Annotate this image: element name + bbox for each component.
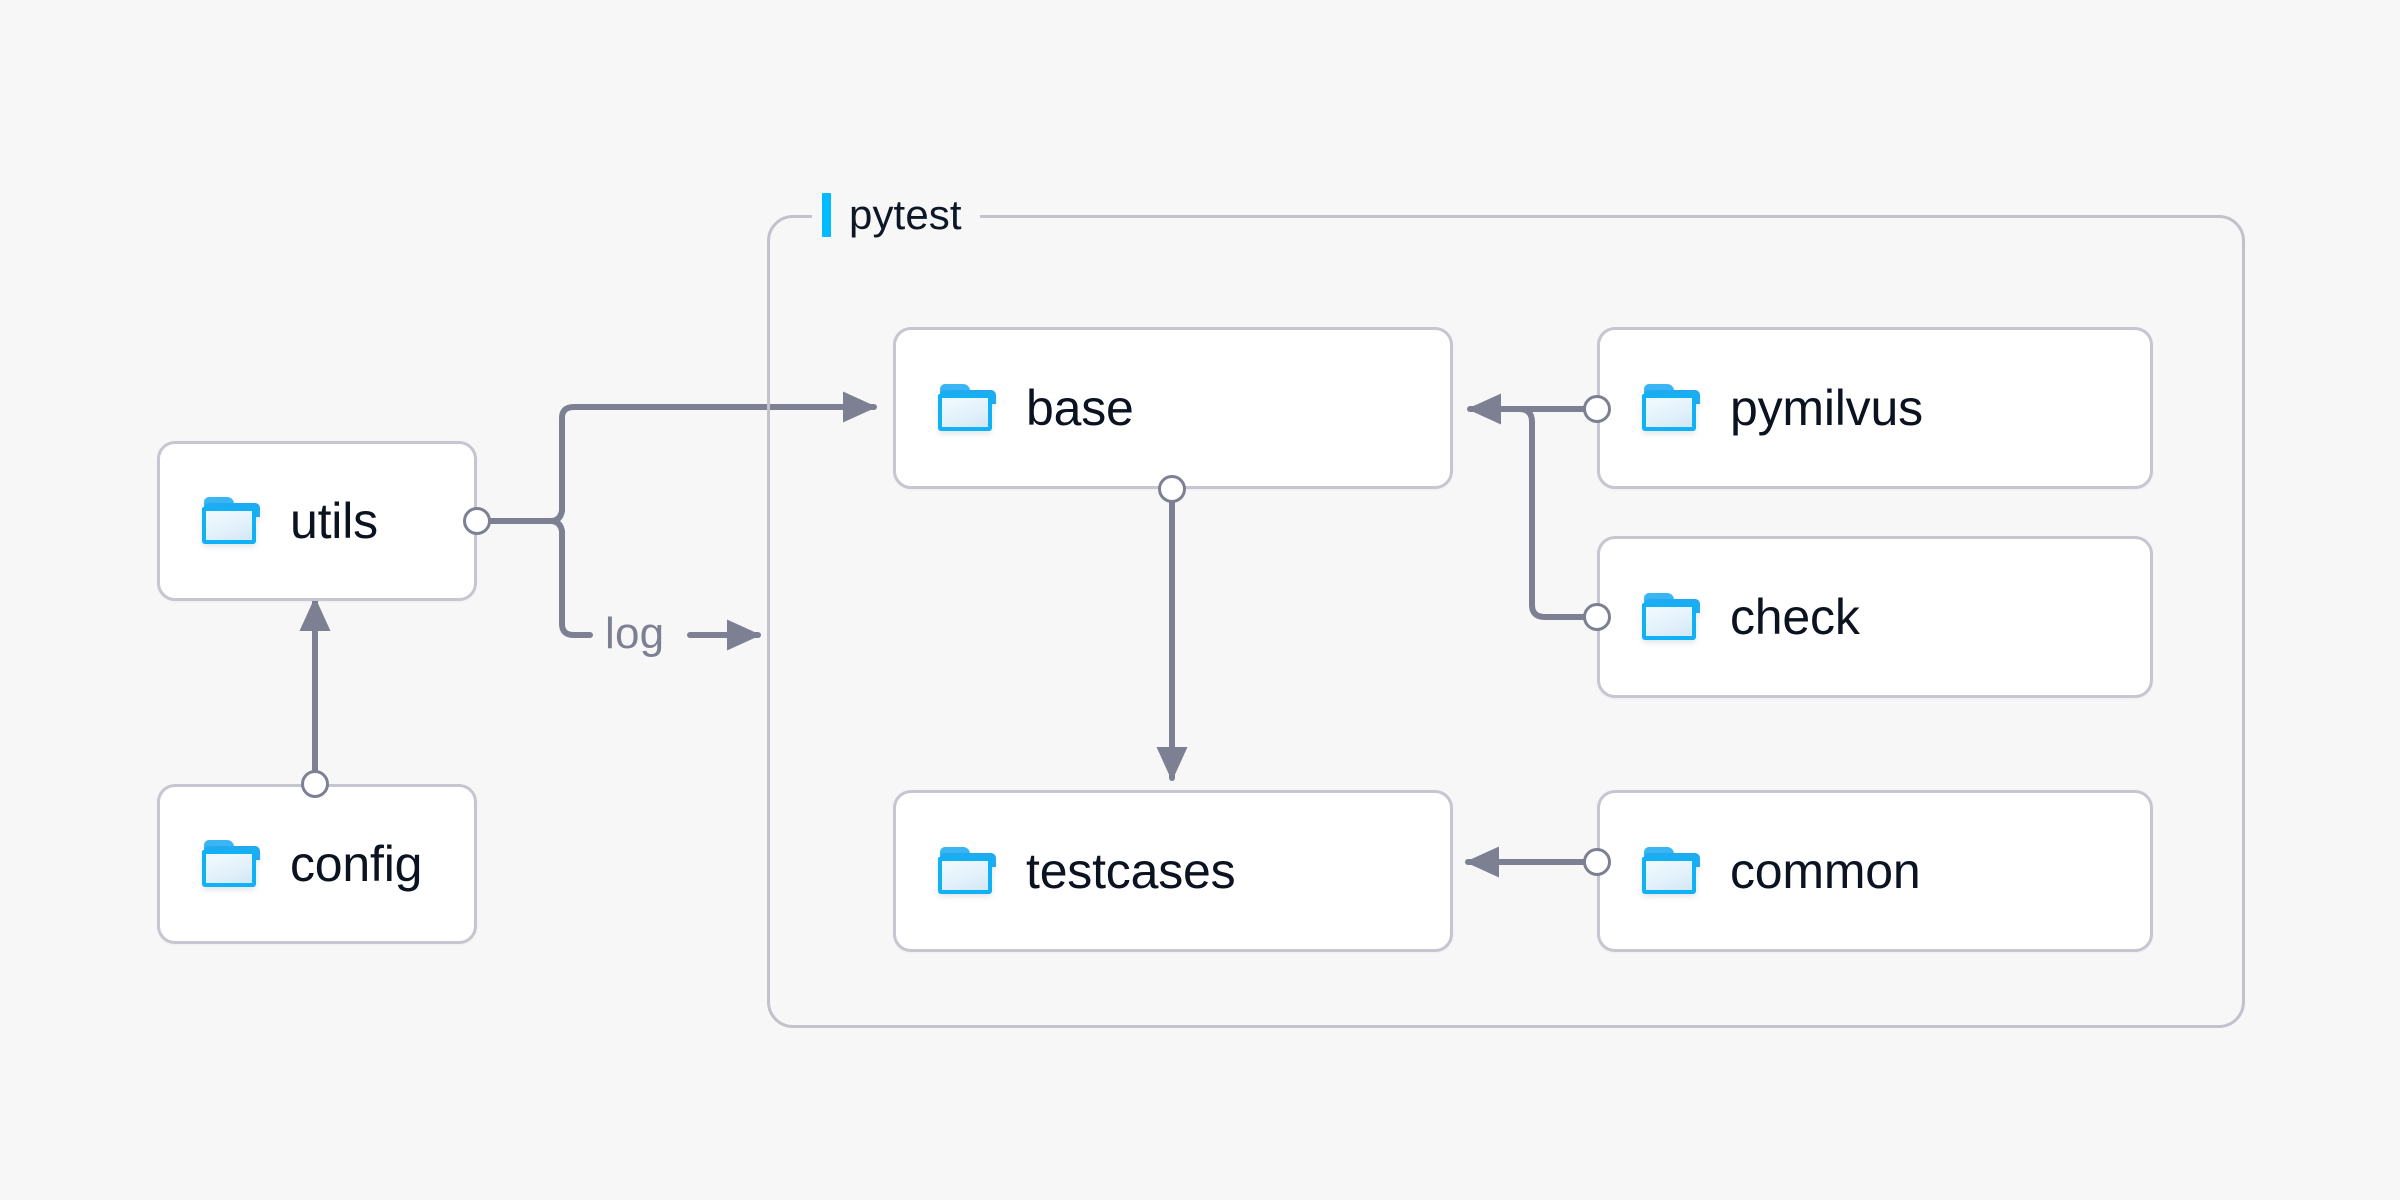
folder-icon (202, 840, 260, 888)
folder-icon (938, 847, 996, 895)
folder-icon (202, 497, 260, 545)
port-base-bottom[interactable] (1158, 475, 1186, 503)
node-label: utils (290, 493, 378, 549)
group-title: pytest (849, 191, 962, 238)
port-common-left[interactable] (1583, 848, 1611, 876)
node-testcases[interactable]: testcases (893, 790, 1453, 952)
node-utils[interactable]: utils (157, 441, 477, 601)
accent-bar-icon (822, 193, 831, 237)
folder-icon (1642, 847, 1700, 895)
edge-label-log: log (605, 609, 665, 658)
node-config[interactable]: config (157, 784, 477, 944)
pytest-group-container (767, 215, 2245, 1028)
node-label: pymilvus (1730, 380, 1923, 436)
node-base[interactable]: base (893, 327, 1453, 489)
pytest-group-label: pytest (812, 191, 980, 238)
folder-icon (938, 384, 996, 432)
folder-icon (1642, 593, 1700, 641)
port-config-top[interactable] (301, 770, 329, 798)
node-label: config (290, 836, 423, 892)
port-pymilvus-left[interactable] (1583, 395, 1611, 423)
node-check[interactable]: check (1597, 536, 2153, 698)
port-utils-right[interactable] (463, 507, 491, 535)
node-label: testcases (1026, 843, 1236, 899)
node-common[interactable]: common (1597, 790, 2153, 952)
node-label: base (1026, 380, 1134, 436)
node-label: common (1730, 843, 1921, 899)
node-label: check (1730, 589, 1860, 645)
node-pymilvus[interactable]: pymilvus (1597, 327, 2153, 489)
port-check-left[interactable] (1583, 603, 1611, 631)
edge-utils-log (548, 518, 593, 638)
folder-icon (1642, 384, 1700, 432)
